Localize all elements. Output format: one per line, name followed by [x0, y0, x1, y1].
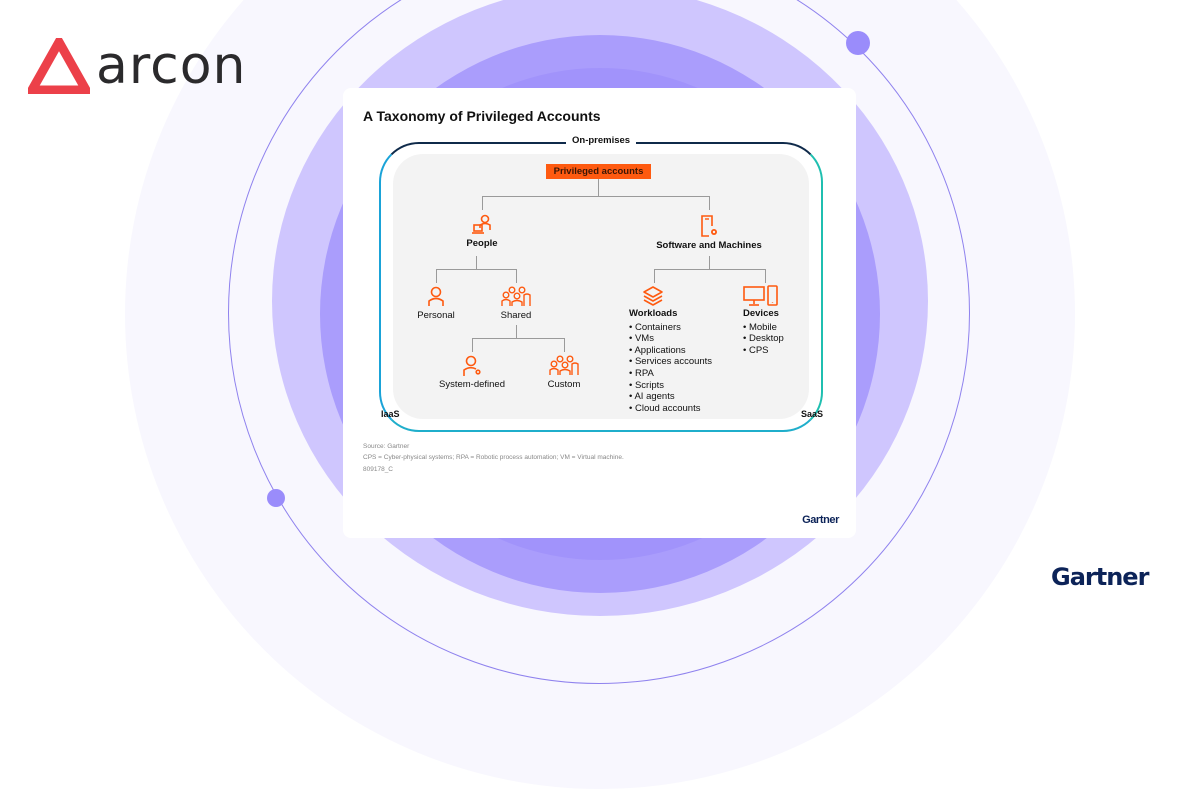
- arcon-logo: arcon: [28, 38, 246, 94]
- connector: [654, 269, 766, 270]
- connector: [482, 196, 710, 197]
- list-item: • Containers: [629, 321, 681, 333]
- connector: [436, 269, 517, 270]
- connector: [709, 256, 710, 269]
- node-shared: Shared: [486, 286, 546, 321]
- list-item: • Services accounts: [629, 356, 713, 368]
- node-people: People: [442, 214, 522, 249]
- list-item: • Cloud accounts: [629, 402, 701, 414]
- on-premises-label: On-premises: [566, 135, 637, 146]
- list-item: • CPS: [743, 344, 769, 356]
- figure-title: A Taxonomy of Privileged Accounts: [363, 108, 601, 124]
- taxonomy-panel: [393, 154, 809, 419]
- workloads-group: Workloads • Containers • VMs • Applicati…: [629, 285, 712, 414]
- layers-icon: [643, 286, 663, 306]
- root-node: Privileged accounts: [546, 164, 651, 179]
- workloads-label: Workloads: [629, 308, 678, 319]
- connector: [472, 338, 473, 352]
- list-item: • Applications: [629, 344, 686, 356]
- person-icon: [428, 286, 444, 306]
- list-item: • Mobile: [743, 321, 777, 333]
- node-custom: Custom: [534, 355, 594, 390]
- source-note: Source: Gartner: [363, 443, 410, 450]
- iaas-label: IaaS: [381, 409, 400, 419]
- group-icon: [501, 286, 531, 306]
- node-software-machines: Software and Machines: [649, 214, 769, 251]
- abbreviations-note: CPS = Cyber-physical systems; RPA = Robo…: [363, 454, 624, 461]
- list-item: • Desktop: [743, 333, 784, 345]
- figure-card: A Taxonomy of Privileged Accounts On-pre…: [343, 88, 856, 538]
- group-icon: [549, 355, 579, 375]
- devices-label: Devices: [743, 308, 779, 319]
- person-laptop-icon: [472, 214, 491, 234]
- figure-id: 809178_C: [363, 466, 393, 473]
- connector: [654, 269, 655, 283]
- saas-label: SaaS: [801, 409, 824, 419]
- list-item: • AI agents: [629, 391, 675, 403]
- list-item: • Scripts: [629, 379, 665, 391]
- orbit-dot-bottom: [267, 489, 285, 507]
- connector: [436, 269, 437, 283]
- connector: [709, 196, 710, 210]
- list-item: • VMs: [629, 333, 654, 345]
- connector: [516, 325, 517, 338]
- brand-name: arcon: [96, 36, 247, 96]
- card-gartner-logo: Gartner: [802, 514, 839, 526]
- list-item: • RPA: [629, 367, 654, 379]
- devices-group: Devices • Mobile • Desktop • CPS: [743, 285, 784, 356]
- connector: [482, 196, 483, 210]
- triangle-logo-icon: [28, 38, 90, 94]
- connector: [516, 269, 517, 283]
- node-personal: Personal: [406, 286, 466, 321]
- orbit-dot-top: [846, 31, 870, 55]
- connector: [472, 338, 565, 339]
- gartner-logo: Gartner: [1051, 563, 1149, 591]
- connector: [476, 256, 477, 269]
- connector: [765, 269, 766, 283]
- person-gear-icon: [463, 355, 481, 376]
- monitor-phone-icon: [743, 285, 778, 306]
- connector: [564, 338, 565, 352]
- connector: [598, 179, 599, 196]
- device-gear-icon: [701, 215, 717, 237]
- node-system-defined: System-defined: [432, 355, 512, 390]
